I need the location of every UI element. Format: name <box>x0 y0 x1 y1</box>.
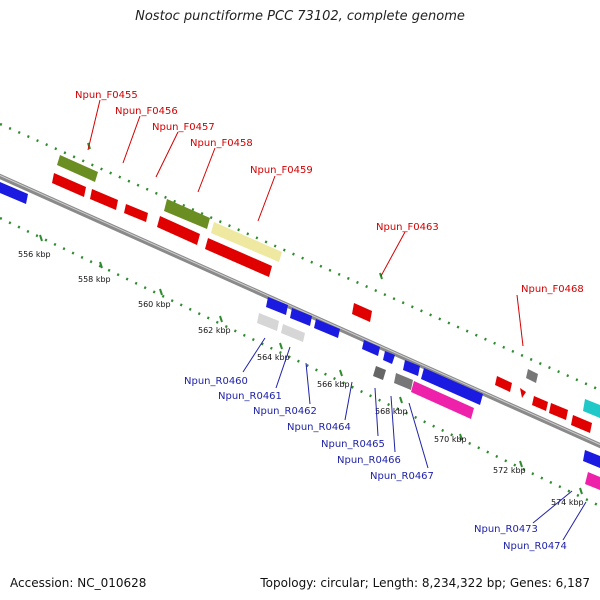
kbp-label: 566 kbp <box>317 380 350 389</box>
gene-F0456[interactable] <box>90 189 118 210</box>
major-ticks <box>39 142 583 495</box>
accession-text: Accession: NC_010628 <box>10 576 147 590</box>
genome-backbone <box>0 173 600 449</box>
label-F0463: Npun_F0463 <box>376 222 439 233</box>
label-R0467: Npun_R0467 <box>370 471 434 482</box>
gene-F0459-box[interactable] <box>211 222 282 262</box>
label-R0464: Npun_R0464 <box>287 422 351 433</box>
kbp-label: 562 kbp <box>198 326 231 335</box>
label-R0466: Npun_R0466 <box>337 455 401 466</box>
kbp-label: 560 kbp <box>138 300 171 309</box>
label-F0458: Npun_F0458 <box>190 138 253 149</box>
kbp-label: 556 kbp <box>18 250 51 259</box>
label-R0460: Npun_R0460 <box>184 376 248 387</box>
kbp-label: 574 kbp <box>551 498 584 507</box>
gene-F0463[interactable] <box>352 303 372 322</box>
label-F0457: Npun_F0457 <box>152 122 215 133</box>
gene-F0455[interactable] <box>57 155 98 182</box>
label-R0465: Npun_R0465 <box>321 439 385 450</box>
label-F0459: Npun_F0459 <box>250 165 313 176</box>
gene-F0457[interactable] <box>124 204 148 222</box>
gene-leftmost-blue[interactable] <box>0 182 28 204</box>
kbp-label: 570 kbp <box>434 435 467 444</box>
label-R0462: Npun_R0462 <box>253 406 317 417</box>
label-R0473: Npun_R0473 <box>474 524 538 535</box>
gene-F0468[interactable] <box>495 376 512 392</box>
upper-tick-line <box>0 122 600 392</box>
gene-F0459[interactable] <box>205 238 272 277</box>
kbp-label: 564 kbp <box>257 353 290 362</box>
gene-small-gray[interactable] <box>526 369 538 383</box>
kbp-label: 572 kbp <box>493 466 526 475</box>
kbp-label: 568 kbp <box>375 407 408 416</box>
label-R0461: Npun_R0461 <box>218 391 282 402</box>
topology-summary: Topology: circular; Length: 8,234,322 bp… <box>260 576 590 590</box>
kbp-label: 558 kbp <box>78 275 111 284</box>
gene-F0458-box[interactable] <box>164 199 210 229</box>
map-title: Nostoc punctiforme PCC 73102, complete g… <box>135 9 465 24</box>
label-F0456: Npun_F0456 <box>115 106 178 117</box>
gene-F0458[interactable] <box>157 216 200 245</box>
gene-F0455-arrow[interactable] <box>52 173 86 197</box>
label-F0468: Npun_F0468 <box>521 284 584 295</box>
label-R0474: Npun_R0474 <box>503 541 567 552</box>
label-F0455: Npun_F0455 <box>75 90 138 101</box>
lower-tick-line <box>0 216 600 508</box>
